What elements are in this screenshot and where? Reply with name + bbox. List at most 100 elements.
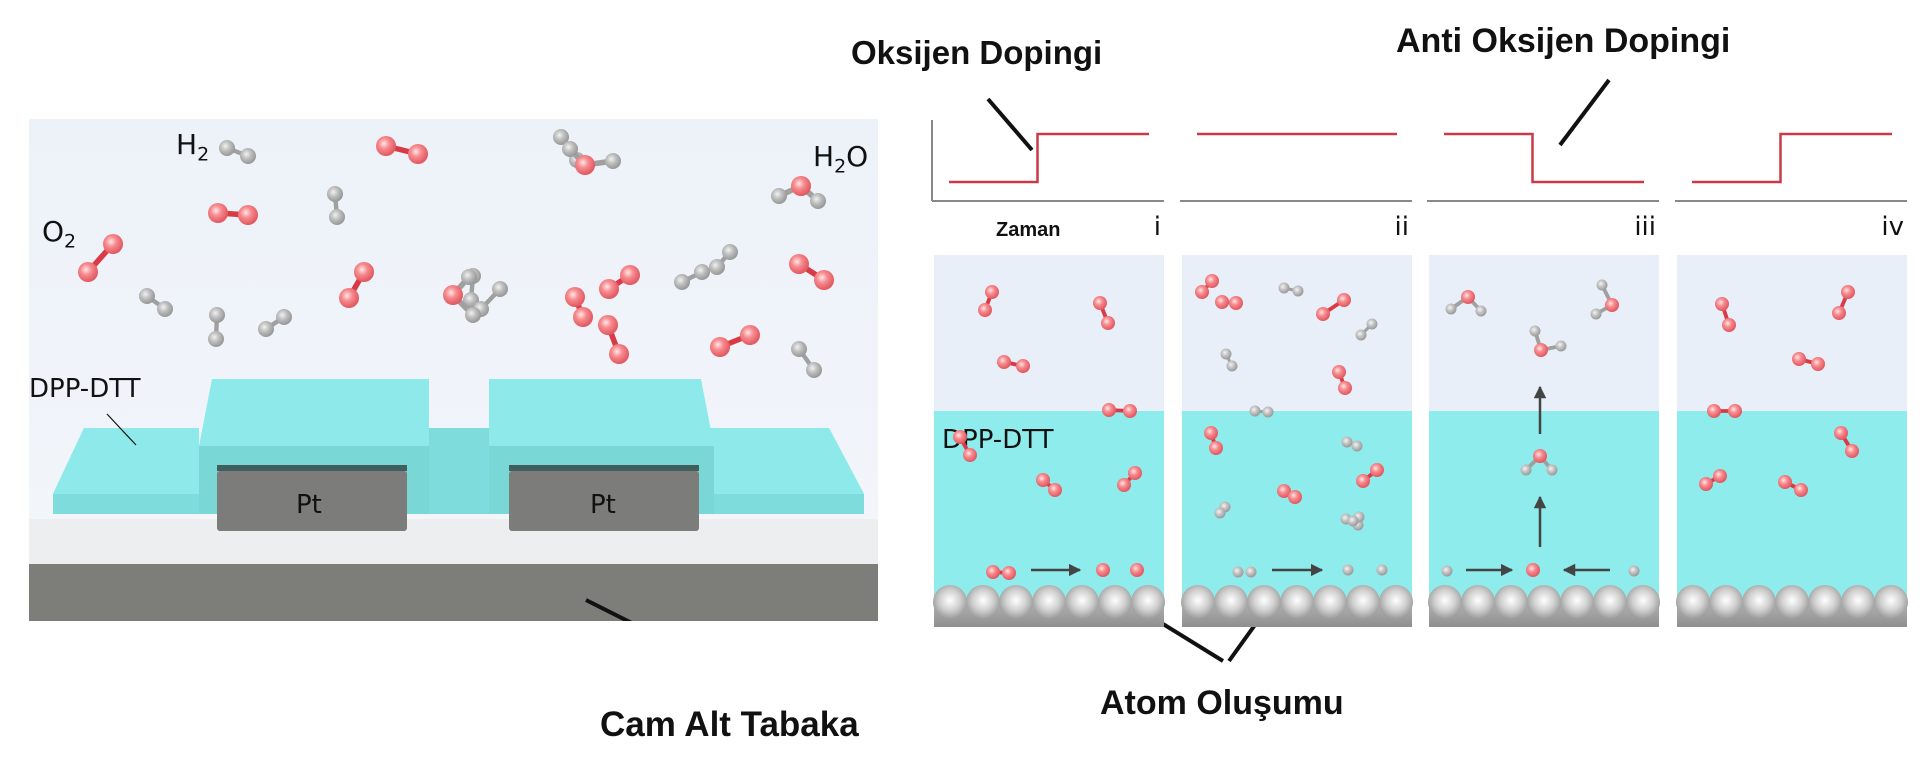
hydrogen-atom (1262, 406, 1274, 418)
hydrogen-atom (1292, 285, 1304, 297)
hydrogen-atom (327, 186, 343, 202)
oxygen-atom (78, 262, 98, 282)
hydrogen-atom (1590, 308, 1602, 320)
o2-molecule (1215, 295, 1243, 310)
oxygen-atom (1048, 483, 1062, 497)
oxygen-atom (1713, 469, 1727, 483)
o2-molecule (565, 287, 593, 327)
hydrogen-atom (562, 141, 578, 157)
oxygen-atom (814, 270, 834, 290)
hydrogen-atom (1355, 329, 1367, 341)
oxygen-atom (1316, 307, 1330, 321)
hydrogen-atom (329, 209, 345, 225)
pt-atom (1461, 585, 1495, 619)
o2-molecule (598, 315, 629, 364)
o2-molecule (1356, 463, 1384, 488)
oxygen-atom (1707, 404, 1721, 418)
oxygen-atom (208, 203, 228, 223)
pt-atom (1775, 585, 1809, 619)
oxygen-atom (599, 279, 619, 299)
hydrogen-atom (258, 321, 274, 337)
hydrogen-atom (771, 188, 787, 204)
oxygen-atom (339, 288, 359, 308)
h2-molecule (1347, 511, 1365, 527)
h2-molecule (327, 186, 345, 225)
hydrogen-atom (722, 244, 738, 260)
oxygen-atom (376, 136, 396, 156)
pt-atom (1032, 585, 1066, 619)
substrate-callout-label: Cam Alt Tabaka (600, 705, 859, 744)
hydrogen-atom (1341, 436, 1353, 448)
oxygen-atom (997, 355, 1011, 369)
oxygen-atom (1811, 357, 1825, 371)
oxygen-atom (1534, 343, 1548, 357)
pt-atom (1527, 585, 1561, 619)
oxygen-atom (1130, 563, 1144, 577)
o2-molecule (1834, 426, 1859, 458)
h2-label-main: H (176, 128, 198, 161)
o2-molecule (986, 565, 1016, 580)
hydrogen-atom (1520, 464, 1532, 476)
hydrogen-atom (810, 193, 826, 209)
oxygen-atom (1794, 483, 1808, 497)
h2o-molecule (1590, 279, 1619, 320)
oxygen-atom (1461, 290, 1475, 304)
film-callout-line (106, 413, 137, 446)
o2-molecule (1204, 426, 1223, 455)
h2o-molecule (1520, 449, 1558, 476)
o2-molecule (1778, 475, 1808, 497)
hydrogen-atom (209, 307, 225, 323)
o2-molecule (1117, 466, 1142, 492)
film-left-top (53, 428, 199, 494)
hydrogen-atom (1220, 348, 1232, 360)
o2-molecule (599, 265, 640, 299)
device-schematic (29, 119, 878, 676)
panel-numeral: iii (1634, 212, 1656, 242)
oxygen-atom (1195, 285, 1209, 299)
oxygen-atom (1338, 381, 1352, 395)
hydrogen-atom (1475, 305, 1487, 317)
oxygen-atom (1277, 484, 1291, 498)
panel-numeral: i (1154, 212, 1161, 242)
o2-molecule (1316, 293, 1351, 321)
oxygen-atom (985, 285, 999, 299)
h2o-molecule (771, 176, 826, 209)
hydrogen-atom (1347, 515, 1359, 527)
o2-molecule (997, 355, 1030, 373)
hydrogen-atom (208, 331, 224, 347)
h2o-label: H2O (813, 140, 868, 178)
oxygen-atom (1101, 316, 1115, 330)
glass-substrate (29, 564, 878, 621)
o2-molecule (789, 254, 834, 290)
h2o-molecule (562, 141, 621, 175)
pt-atom (1808, 585, 1842, 619)
oxygen-atom (1128, 466, 1142, 480)
h2o-label-sub: 2 (834, 155, 847, 178)
o2-molecule (339, 262, 374, 308)
time-axis-label: Zaman (996, 219, 1061, 241)
o2-molecule (1832, 285, 1855, 320)
hydrogen-atom (219, 140, 235, 156)
o2-molecule (1277, 484, 1302, 504)
film-label: DPP-DTT (29, 374, 141, 404)
oxygen-atom (1533, 449, 1547, 463)
o2-molecule (1715, 297, 1736, 332)
doping-step-curve (949, 132, 1149, 184)
film-right-top (710, 428, 864, 494)
oxygen-atom (1699, 477, 1713, 491)
h2o-label-h: H (813, 140, 835, 173)
h2-molecule (1214, 501, 1231, 519)
hydrogen-atom (1351, 440, 1363, 452)
oxygen-doping-leader (986, 97, 1034, 152)
atom-formation-label: Atom Oluşumu (1100, 684, 1344, 722)
oxygen-atom (1096, 563, 1110, 577)
h2-molecule (1249, 405, 1274, 418)
o2-molecule (1332, 365, 1352, 395)
electrode-left (217, 471, 407, 531)
hydrogen-atom (1376, 564, 1388, 576)
oxygen-atom (573, 307, 593, 327)
electrode-left-label: Pt (296, 490, 322, 520)
oxygen-atom (1123, 404, 1137, 418)
